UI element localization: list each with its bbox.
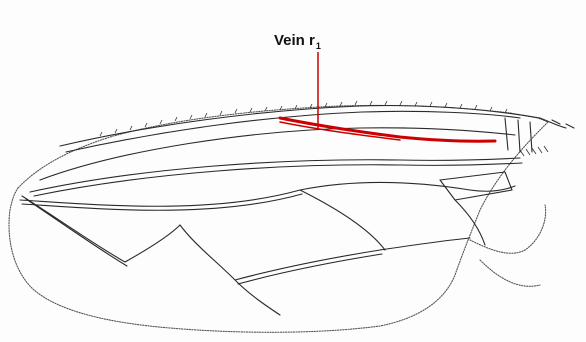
costal-bristles <box>100 101 548 156</box>
calypter <box>480 260 540 286</box>
vein-discal-cell <box>440 172 512 200</box>
vein-label: Vein r1 <box>274 33 321 50</box>
vein-m-inner <box>22 194 302 210</box>
vein-cu-branch <box>300 190 385 250</box>
vein-a1-inner <box>238 254 382 284</box>
alula <box>470 205 546 253</box>
vein-crossvein-rm <box>180 225 280 315</box>
vein-m <box>20 182 515 206</box>
wing-base <box>505 118 532 152</box>
vein-label-subscript: 1 <box>316 41 321 51</box>
vein-label-text: Vein r <box>274 32 315 49</box>
wing-base-hinge <box>540 118 574 128</box>
